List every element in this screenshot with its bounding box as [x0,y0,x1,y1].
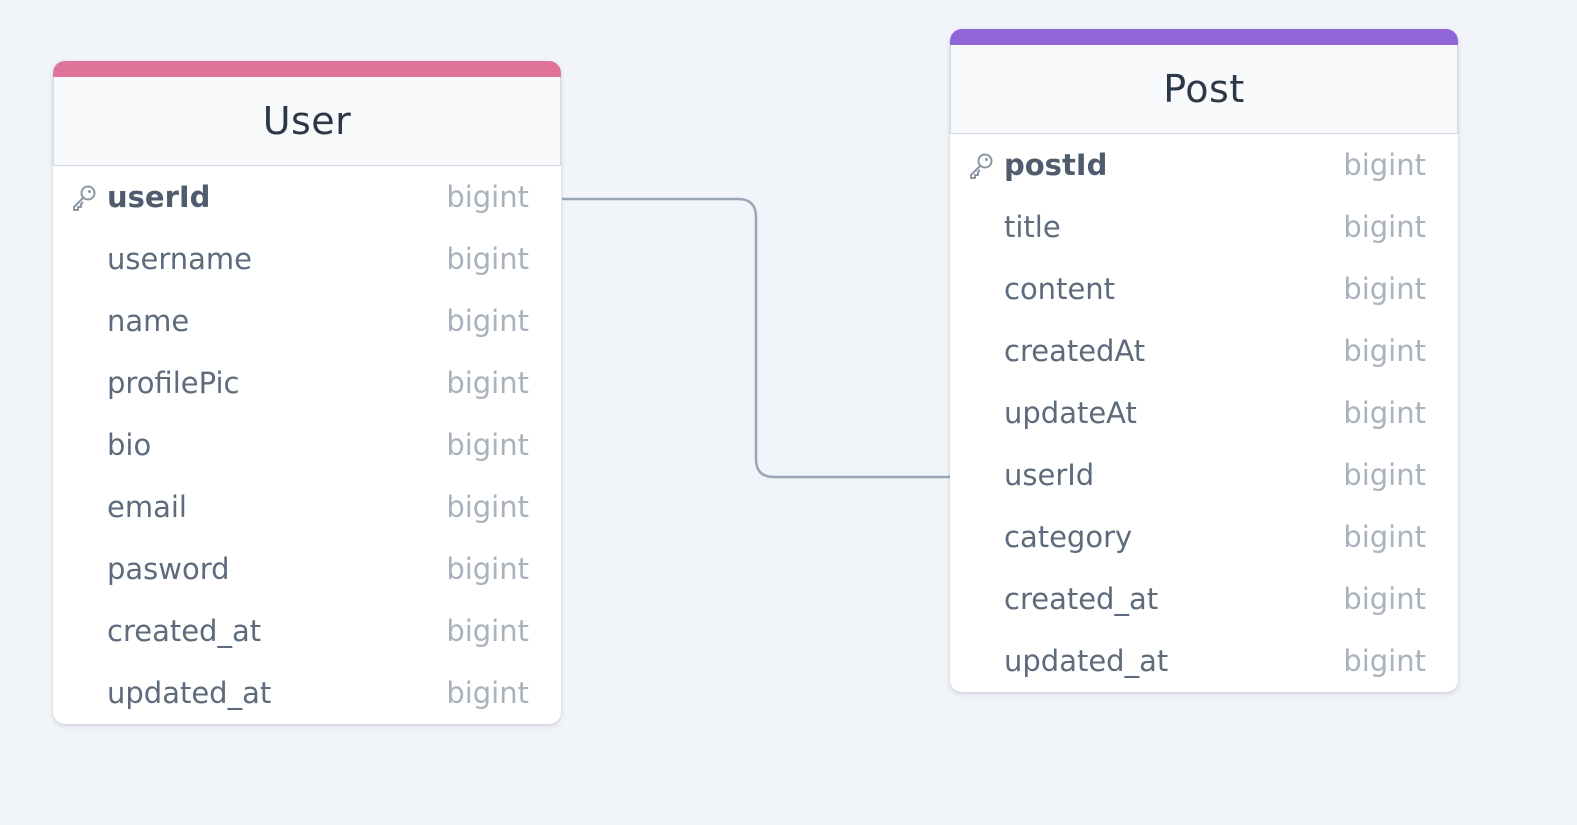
column-type: bigint [446,242,529,276]
column-name: name [107,304,190,338]
column-row-pasword[interactable]: pasword bigint [53,538,561,600]
column-row-userid[interactable]: userId bigint [53,166,561,228]
column-row-username[interactable]: username bigint [53,228,561,290]
column-type: bigint [446,676,529,710]
column-row-userid[interactable]: userId bigint [950,444,1458,506]
column-type: bigint [1343,334,1426,368]
table-title: User [262,99,352,143]
column-type: bigint [1343,396,1426,430]
column-row-content[interactable]: content bigint [950,258,1458,320]
column-list: postId bigint title bigint content bigin… [950,134,1458,692]
table-header[interactable]: User [53,77,561,166]
column-name: email [107,490,187,524]
column-row-createdat[interactable]: createdAt bigint [950,320,1458,382]
column-row-created-at[interactable]: created_at bigint [950,568,1458,630]
column-name: content [1004,272,1116,306]
column-name: userId [1004,458,1095,492]
column-row-category[interactable]: category bigint [950,506,1458,568]
table-header[interactable]: Post [950,45,1458,134]
column-name: updated_at [1004,644,1169,678]
column-type: bigint [1343,210,1426,244]
column-type: bigint [446,614,529,648]
column-row-profilepic[interactable]: profilePic bigint [53,352,561,414]
column-type: bigint [1343,520,1426,554]
column-name: created_at [107,614,262,648]
column-type: bigint [1343,644,1426,678]
column-type: bigint [446,490,529,524]
column-name: title [1004,210,1061,244]
column-name: bio [107,428,152,462]
column-row-email[interactable]: email bigint [53,476,561,538]
column-name: updateAt [1004,396,1137,430]
column-type: bigint [1343,582,1426,616]
column-row-bio[interactable]: bio bigint [53,414,561,476]
column-row-updated-at[interactable]: updated_at bigint [950,630,1458,692]
column-list: userId bigint username bigint name bigin… [53,166,561,724]
column-type: bigint [446,428,529,462]
column-type: bigint [446,304,529,338]
column-row-name[interactable]: name bigint [53,290,561,352]
column-type: bigint [446,180,529,214]
table-post[interactable]: Post postId bigint title bigint content … [950,29,1458,692]
column-name: createdAt [1004,334,1146,368]
column-type: bigint [1343,148,1426,182]
key-icon [970,153,993,179]
column-name: userId [107,180,211,214]
column-name: profilePic [107,366,240,400]
column-type: bigint [446,366,529,400]
column-name: username [107,242,252,276]
column-type: bigint [446,552,529,586]
column-row-postid[interactable]: postId bigint [950,134,1458,196]
column-row-title[interactable]: title bigint [950,196,1458,258]
table-accent-bar [950,29,1458,45]
relation-user-post-connector[interactable] [562,197,950,479]
column-type: bigint [1343,272,1426,306]
column-name: category [1004,520,1133,554]
column-row-updateat[interactable]: updateAt bigint [950,382,1458,444]
column-name: postId [1004,148,1108,182]
column-name: pasword [107,552,230,586]
column-type: bigint [1343,458,1426,492]
table-user[interactable]: User userId bigint username bigint name … [53,61,561,724]
key-icon [73,185,96,211]
column-name: updated_at [107,676,272,710]
table-title: Post [1163,67,1245,111]
table-accent-bar [53,61,561,77]
column-row-updated-at[interactable]: updated_at bigint [53,662,561,724]
column-name: created_at [1004,582,1159,616]
column-row-created-at[interactable]: created_at bigint [53,600,561,662]
